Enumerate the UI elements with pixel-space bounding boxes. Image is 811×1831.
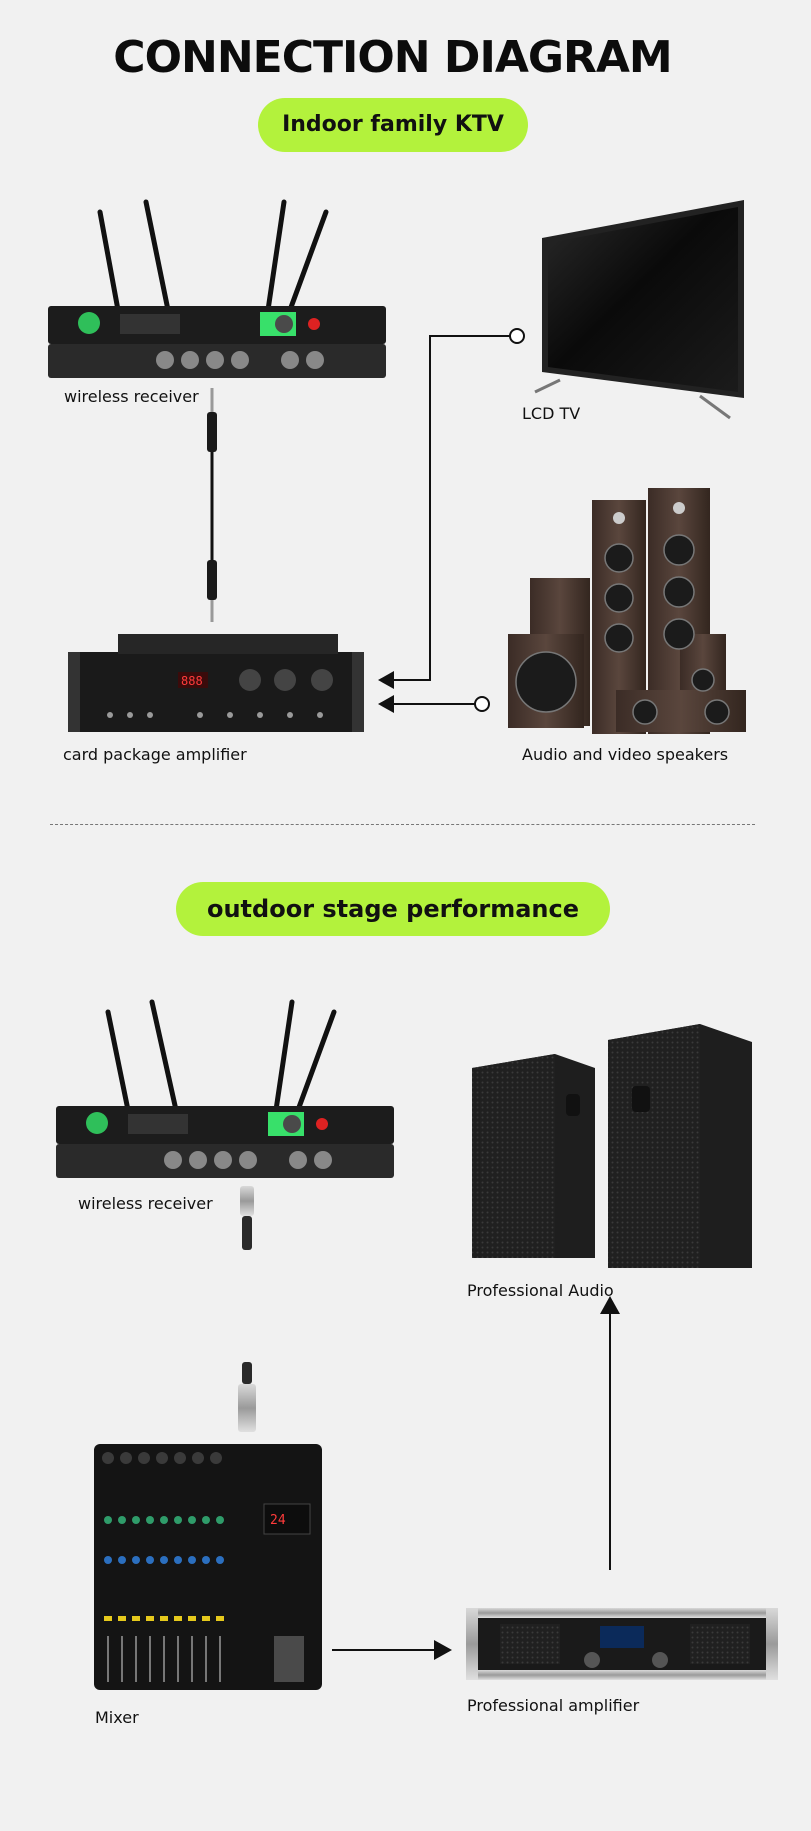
label-wireless-receiver-2: wireless receiver xyxy=(78,1194,213,1213)
speakers-to-amplifier-connector xyxy=(378,695,490,713)
wireless-receiver-device-2 xyxy=(56,999,394,1178)
label-wireless-receiver: wireless receiver xyxy=(64,387,199,406)
audio-video-speakers-device xyxy=(508,488,746,734)
section-outdoor-stage-badge: outdoor stage performance xyxy=(176,882,610,936)
antenna xyxy=(97,209,121,313)
label-audio-video-speakers: Audio and video speakers xyxy=(522,745,729,764)
svg-text:888: 888 xyxy=(181,674,203,688)
card-package-amplifier-device: 888 xyxy=(68,634,364,732)
xlr-plug-female xyxy=(238,1362,256,1432)
label-card-package-amplifier: card package amplifier xyxy=(63,745,247,764)
antenna xyxy=(287,209,329,313)
tv-to-amplifier-connector xyxy=(378,328,525,689)
professional-audio-speakers-device xyxy=(472,1024,752,1268)
section-divider xyxy=(50,824,755,825)
section-indoor-ktv-badge: Indoor family KTV xyxy=(258,98,528,152)
professional-amplifier-device xyxy=(466,1608,778,1680)
audio-jack-cable xyxy=(207,388,217,622)
svg-text:24: 24 xyxy=(270,1513,286,1528)
xlr-plug-male xyxy=(240,1186,254,1250)
page-title: CONNECTION DIAGRAM xyxy=(113,32,672,83)
antenna xyxy=(105,1009,131,1113)
mixer-device: 24 xyxy=(94,1444,322,1690)
antenna xyxy=(143,199,171,313)
mixer-to-amplifier-arrow xyxy=(332,1640,452,1660)
antenna xyxy=(265,199,287,313)
amplifier-to-audio-arrow xyxy=(600,1296,620,1570)
antenna xyxy=(273,999,295,1113)
label-professional-amplifier: Professional amplifier xyxy=(467,1696,640,1715)
label-mixer: Mixer xyxy=(95,1708,139,1727)
wireless-receiver-device xyxy=(48,199,386,378)
antenna xyxy=(295,1009,337,1113)
label-lcd-tv: LCD TV xyxy=(522,404,581,423)
lcd-tv-device xyxy=(534,200,744,420)
antenna xyxy=(149,999,179,1113)
label-professional-audio: Professional Audio xyxy=(467,1281,614,1300)
